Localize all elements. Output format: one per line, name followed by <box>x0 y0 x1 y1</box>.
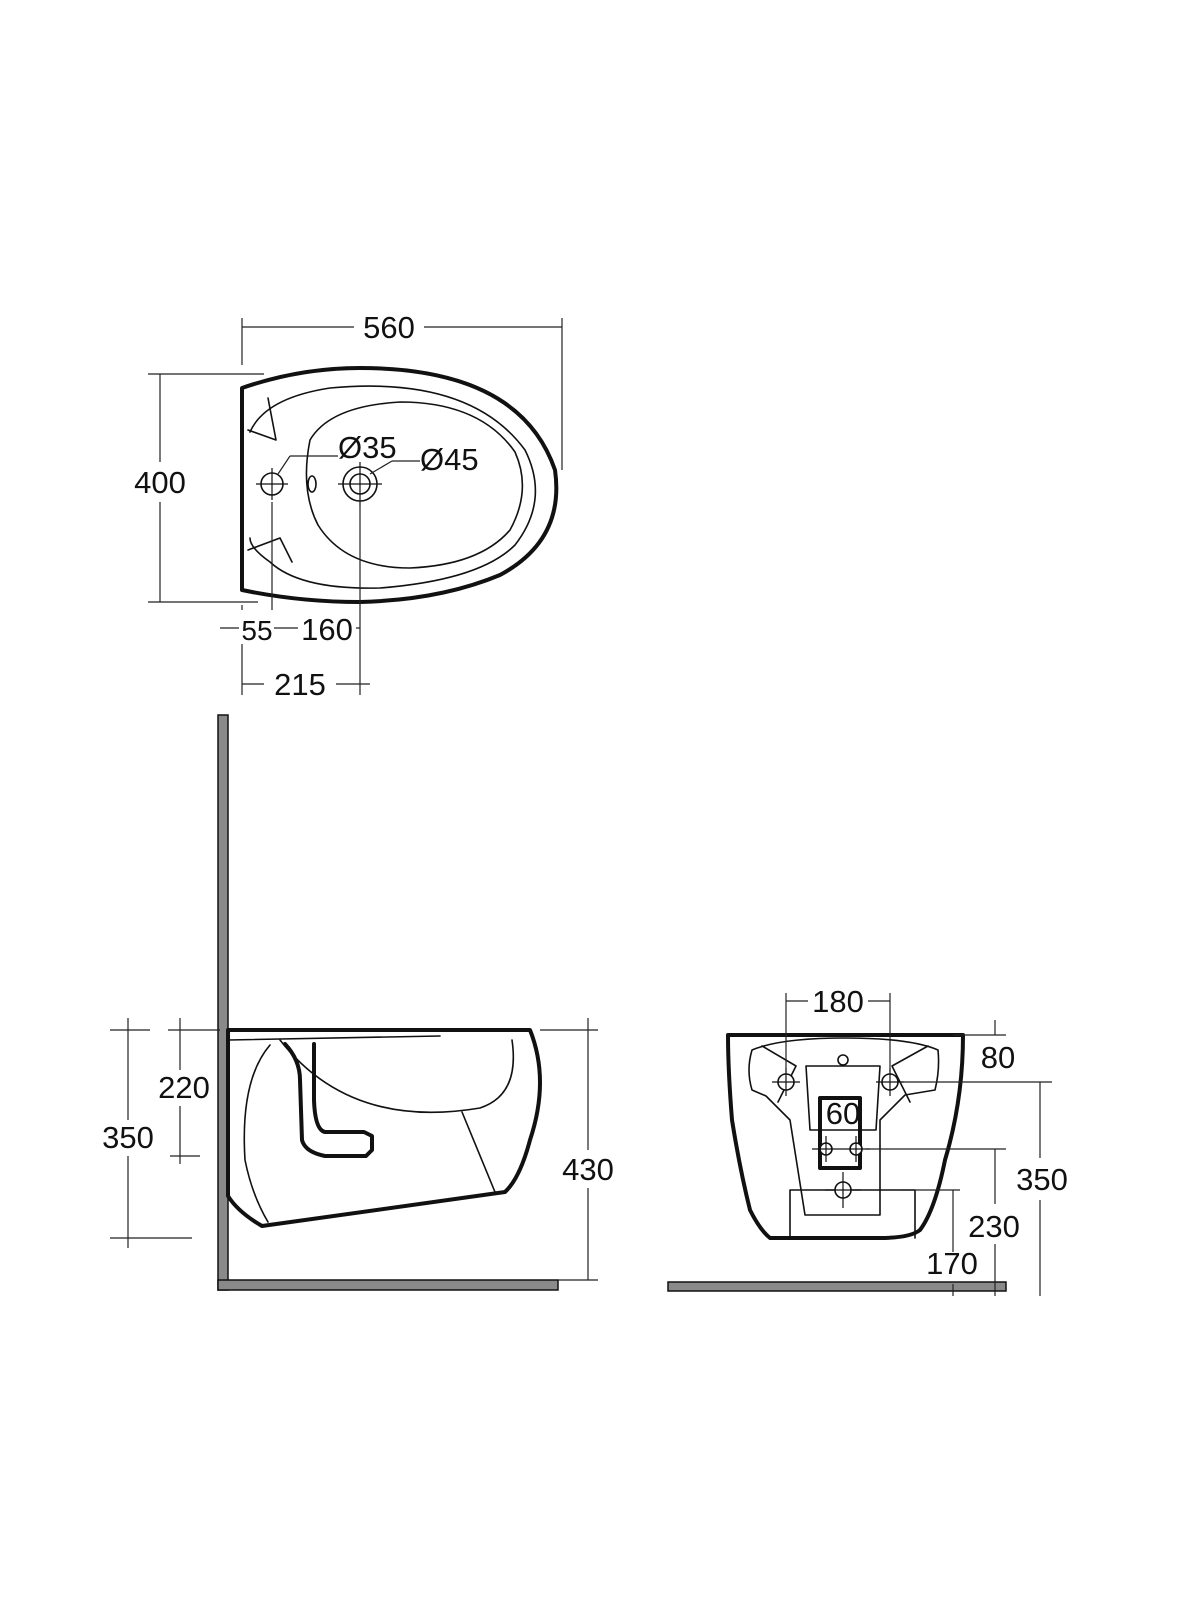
plan-bowl-inner <box>305 401 524 569</box>
waste-hole-label: Ø45 <box>420 442 479 477</box>
wall-to-waste-label: 215 <box>274 667 326 702</box>
waste-height-label: 170 <box>926 1246 978 1281</box>
rear-view: 180 80 60 350 230 170 <box>667 984 1068 1296</box>
fixing-centres-label: 180 <box>812 984 864 1019</box>
rear-supply-channel <box>805 1065 881 1131</box>
plan-view: 560 400 Ø35 Ø45 55 160 215 <box>134 310 563 702</box>
rear-base-slot <box>789 1189 916 1239</box>
side-outlet <box>283 1042 374 1158</box>
depth-label: 400 <box>134 465 186 500</box>
plan-outline <box>240 366 559 604</box>
plan-bowl-outer <box>249 385 537 589</box>
side-outline <box>226 1028 542 1228</box>
supply-height-label: 230 <box>968 1209 1020 1244</box>
fixing-height-label: 350 <box>1016 1162 1068 1197</box>
fixing-offset-label: 80 <box>981 1040 1015 1075</box>
rim-to-outlet-label: 220 <box>158 1070 210 1105</box>
rim-to-bottom-label: 350 <box>102 1120 154 1155</box>
rear-floor <box>667 1281 1007 1292</box>
rear-inner-frame <box>748 1037 940 1216</box>
side-front-line <box>461 1111 496 1193</box>
overflow-slot <box>307 475 317 493</box>
rear-right-arm <box>891 1045 929 1103</box>
side-view: 430 220 350 <box>102 714 614 1291</box>
top-hole <box>837 1054 849 1066</box>
floor <box>217 1279 559 1291</box>
tap-to-waste-label: 160 <box>301 612 353 647</box>
wall-to-tap-label: 55 <box>241 615 272 646</box>
side-inner-back <box>243 1044 271 1223</box>
plan-rim-upper <box>247 397 277 441</box>
rear-outline <box>726 1033 965 1240</box>
rear-supply-box <box>818 1096 862 1170</box>
side-rim <box>227 1035 441 1041</box>
plan-rim-lower <box>247 537 293 563</box>
rear-left-arm <box>761 1045 797 1103</box>
side-bowl <box>279 1039 515 1114</box>
wall <box>217 714 229 1291</box>
width-label: 560 <box>363 310 415 345</box>
supply-width-label: 60 <box>826 1096 860 1131</box>
tap-hole-label: Ø35 <box>338 430 397 465</box>
rim-height-label: 430 <box>562 1152 614 1187</box>
